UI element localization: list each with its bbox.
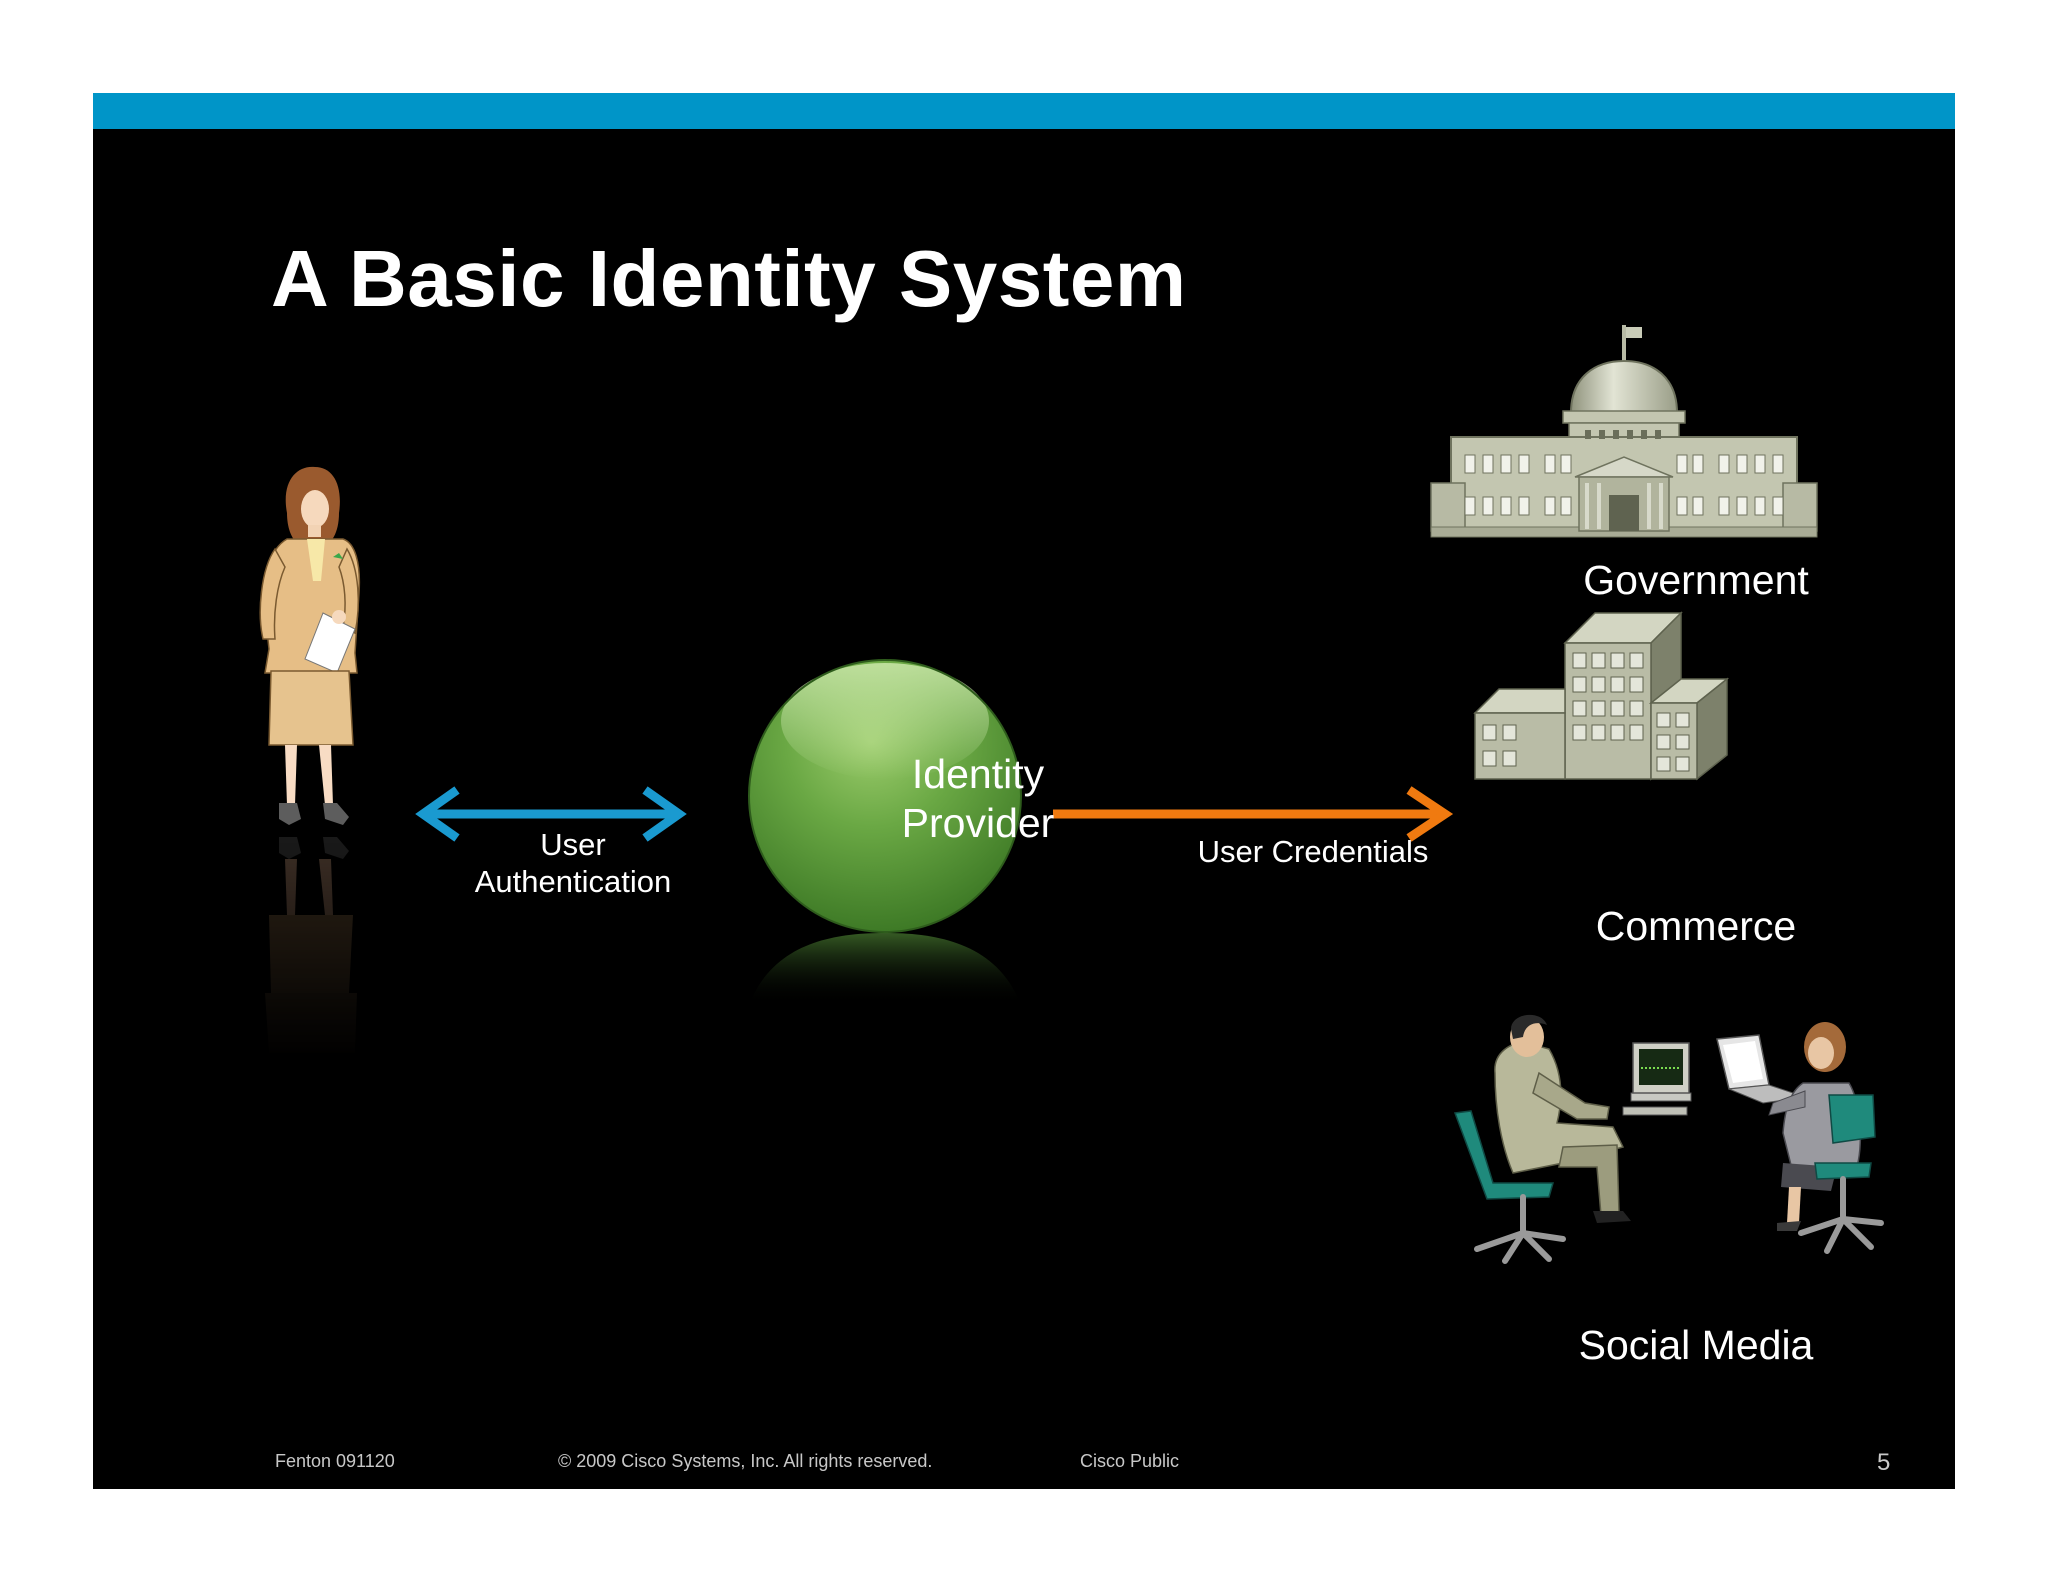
- commerce-label: Commerce: [1595, 903, 1797, 949]
- government-label: Government: [1583, 557, 1809, 603]
- user-authentication-arrow: [415, 786, 687, 842]
- user-credentials-label: User Credentials: [1197, 834, 1429, 869]
- identity-provider-reflection: [749, 933, 1021, 1005]
- slide-title: A Basic Identity System: [271, 234, 1187, 323]
- identity-provider-label-line2: Provider: [901, 800, 1055, 846]
- footer-classification: Cisco Public: [1080, 1451, 1180, 1471]
- government-building-icon: [1430, 325, 1818, 538]
- user-authentication-label-line2: Authentication: [474, 864, 672, 899]
- identity-provider-label-line1: Identity: [911, 751, 1045, 797]
- woman-user-icon: [259, 466, 361, 825]
- social-media-label: Social Media: [1578, 1322, 1814, 1368]
- user-authentication-label-line1: User: [540, 827, 606, 862]
- office-buildings-icon: [1473, 611, 1730, 781]
- diagram-canvas: [253, 325, 1884, 1264]
- user-credentials-arrow: [1053, 786, 1454, 842]
- woman-reflection: [253, 833, 373, 1063]
- user-authentication-label: User Authentication: [423, 826, 723, 900]
- accent-bar: [93, 93, 1955, 129]
- identity-provider-sphere: [748, 659, 1022, 933]
- people-at-computers-icon: [1453, 1014, 1884, 1264]
- identity-provider-label: Identity Provider: [743, 750, 1213, 848]
- footer-author: Fenton 091120: [275, 1451, 395, 1471]
- footer-copyright: © 2009 Cisco Systems, Inc. All rights re…: [558, 1451, 933, 1471]
- page-number: 5: [1877, 1449, 1891, 1476]
- slide: A Basic Identity System: [93, 93, 1955, 1489]
